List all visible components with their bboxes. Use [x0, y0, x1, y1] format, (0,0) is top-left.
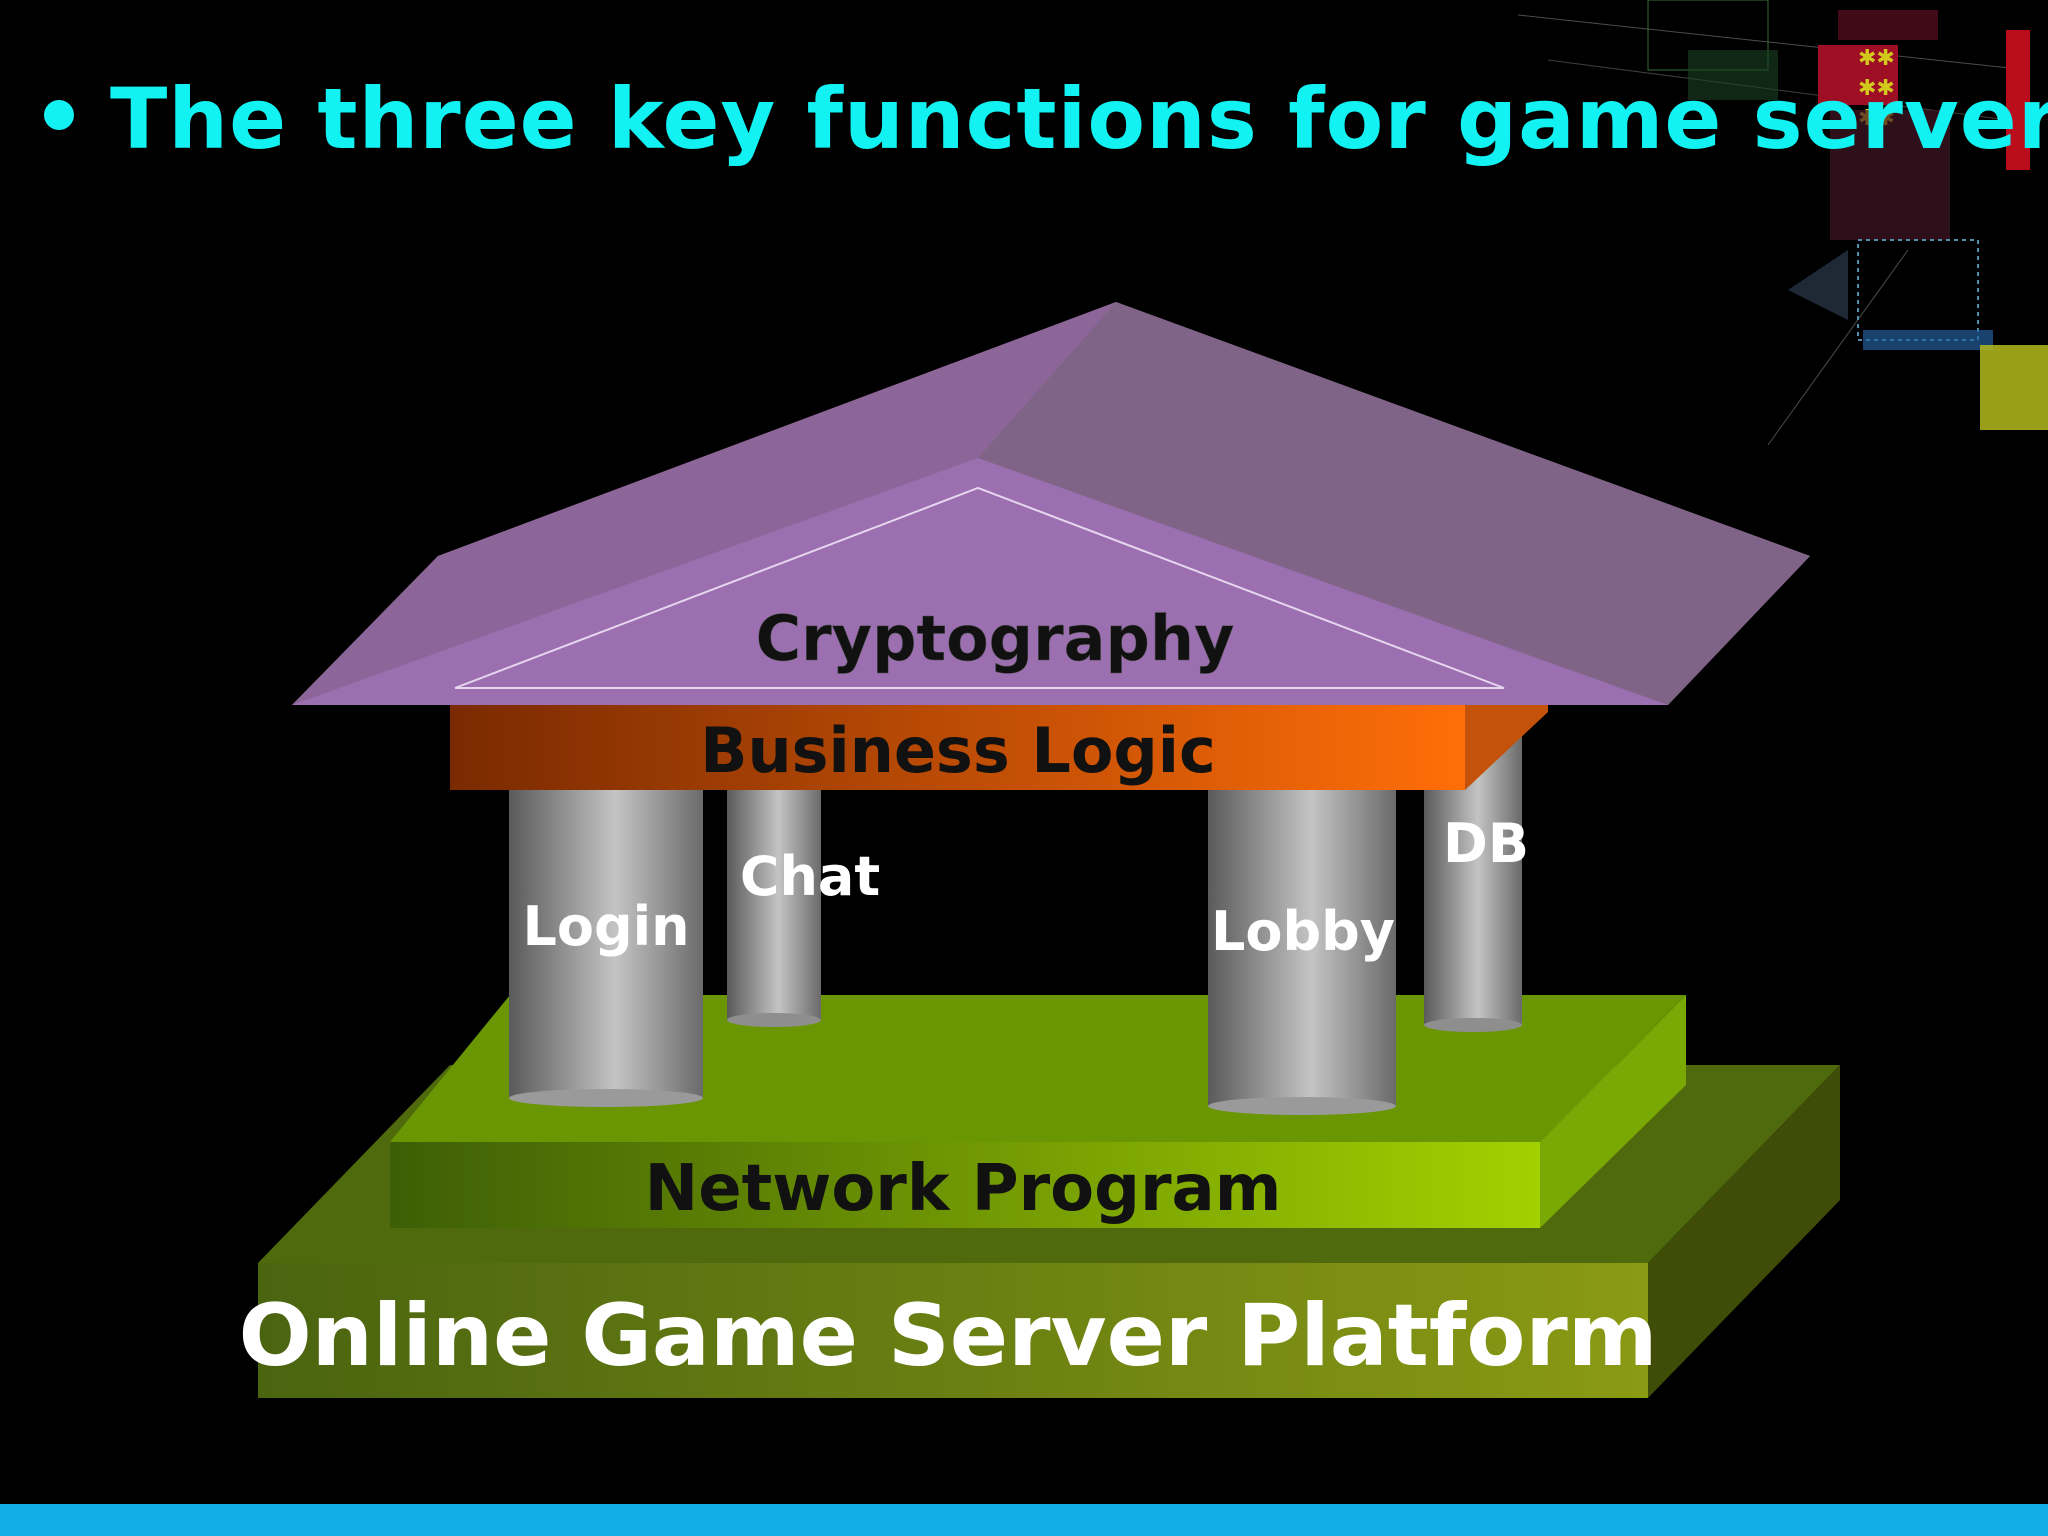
- cryptography-label: Cryptography: [756, 602, 1235, 675]
- lower-base-front: [258, 1263, 1648, 1398]
- business-logic-beam: [450, 705, 1548, 790]
- svg-text:✱✱: ✱✱: [1858, 46, 1895, 71]
- platform-label: Online Game Server Platform: [239, 1286, 1658, 1386]
- pillar-db-label: DB: [1443, 812, 1529, 875]
- pillar-login: [509, 780, 703, 1107]
- pillar-lobby: [1208, 780, 1396, 1115]
- pillar-login-label: Login: [522, 895, 689, 958]
- slide-title: The three key functions for game server: [44, 70, 2048, 168]
- roof: [292, 302, 1810, 705]
- footer-bar: [0, 1504, 2048, 1536]
- business-logic-label: Business Logic: [700, 714, 1216, 787]
- lower-base-side: [1648, 1065, 1840, 1398]
- pillar-lobby-label: Lobby: [1211, 900, 1395, 963]
- beam-side: [1465, 705, 1548, 790]
- bullet-icon: [44, 100, 74, 131]
- svg-text:✱✱: ✱✱: [1858, 76, 1895, 101]
- pillar-chat-label: Chat: [740, 845, 880, 908]
- pillar-chat: [727, 780, 821, 1027]
- roof-right-slope: [978, 302, 1810, 705]
- slide-title-text: The three key functions for game server: [110, 70, 2048, 168]
- upper-base-front: [390, 1142, 1540, 1228]
- network-program-label: Network Program: [645, 1152, 1282, 1226]
- beam-front: [450, 705, 1465, 790]
- roof-left-slope: [292, 302, 1116, 705]
- decorative-corner-graphic: ✱✱ ✱✱ ✱✱: [1517, 0, 2048, 446]
- labels: Cryptography Business Logic Login Chat L…: [239, 602, 1658, 1386]
- pediment-trim: [454, 486, 1505, 689]
- roof-pediment: [292, 458, 1668, 705]
- upper-base-side: [1540, 995, 1686, 1228]
